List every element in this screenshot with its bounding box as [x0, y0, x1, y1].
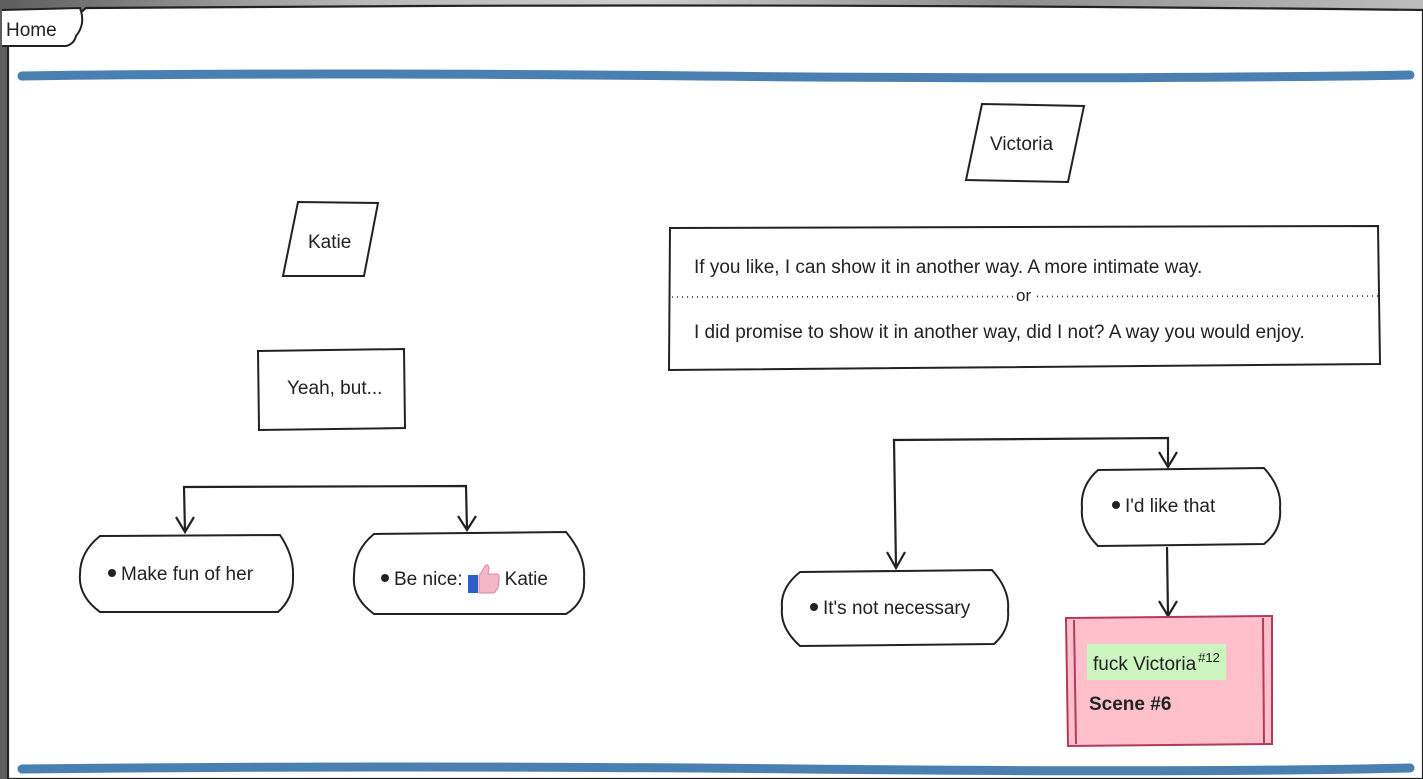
katie-speaker-label: Katie — [308, 232, 352, 253]
choice-not-necessary[interactable]: It's not necessary — [810, 598, 970, 620]
bullet-icon — [381, 574, 389, 582]
thumbs-up-icon — [467, 564, 500, 594]
left-arrow-2 — [457, 515, 477, 533]
bottom-divider — [17, 762, 1415, 776]
katie-dialogue-text: Yeah, but... — [287, 378, 383, 399]
choice-be-nice[interactable]: Be nice: Katie — [381, 564, 548, 596]
home-tab[interactable]: Home — [6, 20, 57, 41]
choice-make-fun-label: Make fun of her — [121, 564, 254, 585]
choice-be-nice-target: Katie — [504, 569, 548, 591]
top-divider — [17, 69, 1415, 83]
scene-box — [1064, 614, 1273, 748]
choice-make-fun[interactable]: Make fun of her — [108, 564, 253, 586]
scene-label: Scene #6 — [1089, 694, 1172, 715]
home-tab-shape — [1, 6, 84, 47]
left-branch-connector — [182, 484, 469, 533]
scene-connector — [1165, 546, 1170, 617]
choice-id-like-that-shape — [1080, 466, 1282, 548]
bullet-icon — [810, 602, 818, 611]
katie-speaker-shape — [281, 200, 380, 277]
katie-dialogue-box — [256, 347, 407, 432]
right-branch-connector — [892, 436, 1170, 569]
choice-be-nice-prefix: Be nice: — [394, 569, 463, 591]
choice-not-necessary-shape — [780, 568, 1010, 648]
scene-box-inner-left — [1073, 619, 1077, 745]
bullet-icon — [1112, 500, 1120, 509]
choice-make-fun-shape — [78, 533, 295, 613]
scene-box-inner-right — [1262, 617, 1265, 745]
right-arrow-1 — [886, 551, 906, 571]
victoria-speaker-shape — [964, 102, 1086, 184]
left-arrow-1 — [175, 516, 195, 535]
victoria-speaker-label: Victoria — [990, 134, 1054, 155]
outcome-action: fuck Victoria#12 — [1087, 644, 1226, 680]
choice-be-nice-shape — [352, 530, 586, 615]
dialogue-option-1: If you like, I can show it in another wa… — [694, 257, 1203, 278]
bullet-icon — [108, 568, 116, 577]
choice-id-like-that-label: I'd like that — [1125, 496, 1216, 517]
choice-not-necessary-label: It's not necessary — [823, 598, 971, 619]
dialogue-option-2: I did promise to show it in another way,… — [694, 322, 1305, 343]
choice-id-like-that[interactable]: I'd like that — [1112, 496, 1215, 518]
outcome-ref: #12 — [1198, 650, 1220, 665]
right-arrow-2 — [1158, 451, 1178, 470]
scene-arrow — [1158, 600, 1178, 619]
or-separator: or — [1014, 286, 1034, 306]
outcome-action-label: fuck Victoria — [1093, 654, 1197, 675]
